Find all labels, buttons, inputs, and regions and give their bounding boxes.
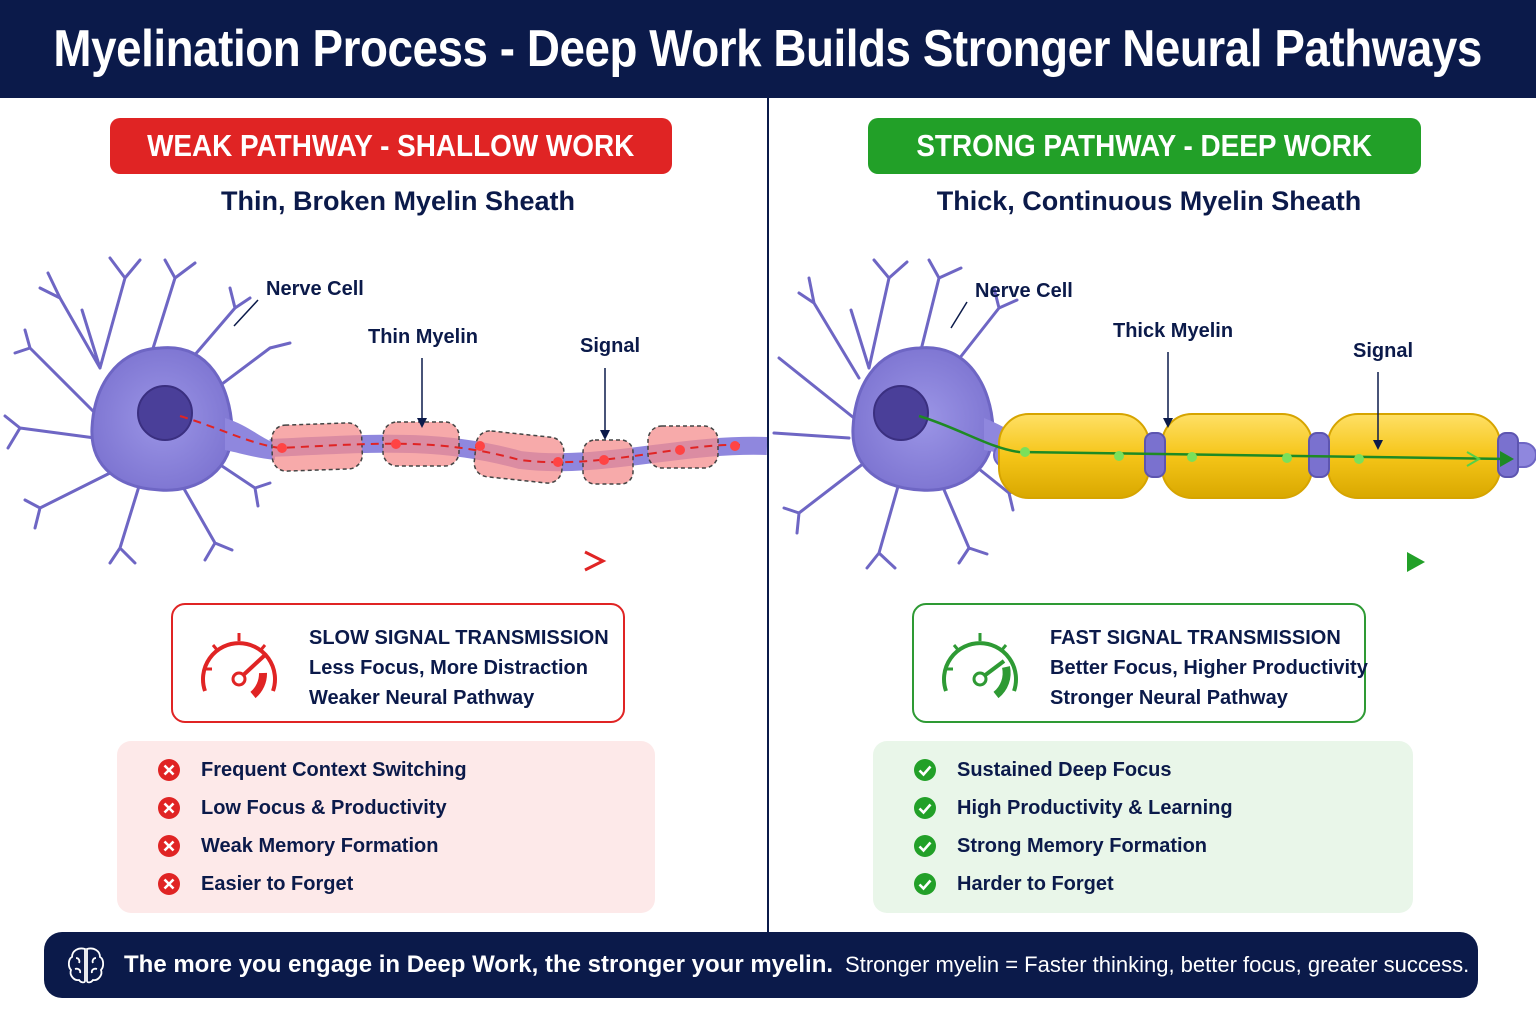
footer-bold-text: The more you engage in Deep Work, the st… (124, 951, 834, 978)
list-item-label: Frequent Context Switching (201, 758, 467, 781)
nerve-cell-label: Nerve Cell (266, 278, 364, 300)
weak-pathway-panel: WEAK PATHWAY - SHALLOW WORK Thin, Broken… (0, 98, 767, 934)
x-circle-icon (158, 835, 180, 857)
fast-transmission-line2: Stronger Neural Pathway (1050, 687, 1288, 709)
list-item: Strong Memory Formation (913, 831, 1207, 861)
weak-neuron-diagram: Nerve Cell Thin Myelin Signal (3, 256, 767, 572)
signal-label: Signal (580, 335, 640, 357)
list-item: Harder to Forget (913, 869, 1114, 899)
fast-transmission-line1: Better Focus, Higher Productivity (1050, 657, 1368, 679)
x-circle-icon (158, 759, 180, 781)
list-item-label: High Productivity & Learning (957, 796, 1233, 819)
signal-dots (1020, 447, 1364, 464)
list-item-label: Low Focus & Productivity (201, 796, 447, 819)
nerve-cell-pointer (233, 299, 259, 327)
strong-signal-path (918, 414, 1510, 461)
title-bar: Myelination Process - Deep Work Builds S… (0, 0, 1536, 98)
list-item: Weak Memory Formation (157, 831, 438, 861)
slow-transmission-line2: Weaker Neural Pathway (309, 687, 535, 709)
check-circle-icon (914, 797, 936, 819)
strong-effects-list: Sustained Deep Focus High Productivity &… (873, 741, 1413, 913)
check-circle-icon (914, 759, 936, 781)
footer-light-text: Stronger myelin = Faster thinking, bette… (845, 952, 1470, 977)
fast-transmission-heading: FAST SIGNAL TRANSMISSION (1050, 627, 1341, 649)
weak-pathway-banner: WEAK PATHWAY - SHALLOW WORK (110, 118, 672, 174)
weak-effects-list: Frequent Context Switching Low Focus & P… (117, 741, 655, 913)
list-item: High Productivity & Learning (913, 793, 1233, 823)
check-circle-icon (914, 835, 936, 857)
thin-myelin-label: Thin Myelin (368, 326, 478, 348)
list-item-label: Easier to Forget (201, 872, 354, 895)
list-item: Easier to Forget (157, 869, 353, 899)
strong-pathway-panel: STRONG PATHWAY - DEEP WORK Thick, Contin… (769, 98, 1536, 934)
nerve-cell-label: Nerve Cell (975, 280, 1073, 302)
thick-myelin-label: Thick Myelin (1113, 320, 1233, 342)
fast-speedometer-icon (942, 633, 1018, 699)
strong-neuron-diagram: Nerve Cell Thick Myelin Signal (772, 258, 1536, 572)
x-circle-icon (158, 873, 180, 895)
nucleus (873, 385, 929, 441)
slow-speedometer-icon (201, 633, 277, 699)
list-item: Low Focus & Productivity (157, 793, 447, 823)
list-item: Sustained Deep Focus (913, 755, 1172, 785)
list-item-label: Weak Memory Formation (201, 834, 439, 857)
signal-dots (277, 439, 740, 467)
center-divider (767, 98, 769, 934)
fast-transmission-card: FAST SIGNAL TRANSMISSION Better Focus, H… (912, 603, 1368, 723)
weak-pathway-subtitle: Thin, Broken Myelin Sheath (220, 186, 576, 216)
slow-transmission-card: SLOW SIGNAL TRANSMISSION Less Focus, Mor… (171, 603, 625, 723)
slow-transmission-line1: Less Focus, More Distraction (309, 657, 588, 679)
strong-pathway-subtitle: Thick, Continuous Myelin Sheath (936, 186, 1362, 216)
list-item-label: Strong Memory Formation (957, 834, 1208, 857)
footer-banner: The more you engage in Deep Work, the st… (44, 932, 1478, 998)
nucleus (137, 385, 193, 441)
list-item: Frequent Context Switching (157, 755, 467, 785)
x-circle-icon (158, 797, 180, 819)
list-item-label: Harder to Forget (957, 872, 1114, 895)
thick-myelin-segments (998, 413, 1501, 499)
slow-transmission-heading: SLOW SIGNAL TRANSMISSION (309, 627, 609, 649)
list-item-label: Sustained Deep Focus (957, 758, 1172, 781)
nerve-cell-pointer (950, 301, 968, 329)
page-title: Myelination Process - Deep Work Builds S… (53, 20, 1483, 78)
weak-signal-path (179, 415, 741, 464)
strong-pathway-banner: STRONG PATHWAY - DEEP WORK (868, 118, 1421, 174)
signal-label: Signal (1353, 340, 1413, 362)
brain-icon (67, 947, 105, 984)
check-circle-icon (914, 873, 936, 895)
